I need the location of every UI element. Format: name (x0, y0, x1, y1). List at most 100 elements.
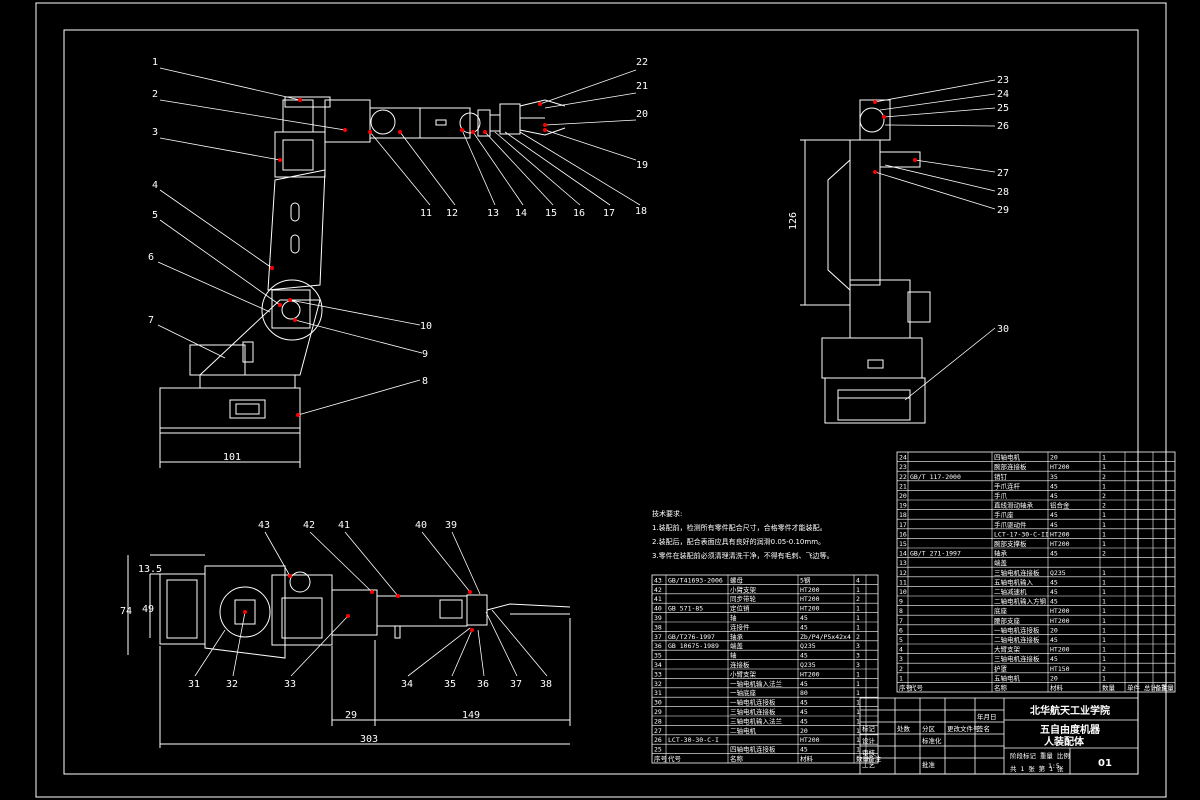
label-27: 27 (997, 168, 1009, 179)
label-4: 4 (152, 180, 158, 191)
parts-left-cell: 三轴电机连接板 (730, 707, 776, 716)
label-13: 13 (487, 208, 499, 219)
parts-right-cell: 腕部连接板 (994, 462, 1027, 471)
parts-right-cell: 手爪驱动件 (994, 520, 1027, 529)
top-view-leaders (194, 531, 548, 677)
parts-left-cell: 33 (654, 670, 662, 678)
label-23: 23 (997, 75, 1009, 86)
parts-left-cell: LCT-30-30-C-I (668, 736, 719, 744)
label-1: 1 (152, 57, 158, 68)
dim-303: 303 (360, 734, 378, 745)
parts-right-cell: 2 (1102, 502, 1106, 510)
parts-right-cell: 11 (899, 578, 907, 586)
parts-left-cell: 3 (856, 642, 860, 650)
parts-left-cell: 43 (654, 576, 662, 584)
parts-right-cell: 一轴电机连接板 (994, 625, 1040, 634)
top-view-labels: 43 42 41 40 39 31 32 33 34 35 36 37 38 1… (120, 520, 552, 745)
parts-left-cell: 2 (856, 633, 860, 641)
parts-left-cell: 定位销 (730, 604, 750, 613)
label-26: 26 (997, 121, 1009, 132)
parts-left-cell: 螺母 (730, 575, 744, 584)
label-18: 18 (635, 206, 647, 217)
parts-left-cell: 26 (654, 736, 662, 744)
label-35: 35 (444, 679, 456, 690)
parts-right-cell: 轴承 (994, 549, 1008, 558)
drawing-title-1: 五自由度机器 (1040, 723, 1101, 736)
parts-left-cell: 37 (654, 633, 662, 641)
parts-right-header-cell: 名称 (994, 683, 1008, 692)
parts-left-cell: 39 (654, 614, 662, 622)
dim-13-5: 13.5 (138, 564, 162, 575)
parts-left-cell: 1 (856, 680, 860, 688)
label-24: 24 (997, 89, 1009, 100)
parts-right-cell: 5 (899, 636, 903, 644)
dim-126: 126 (788, 212, 799, 230)
label-9: 9 (422, 349, 428, 360)
role-design: 设计 (862, 736, 876, 745)
parts-left-cell: Zb/P4/P5x42x4 (800, 633, 851, 641)
parts-left-cell: 32 (654, 680, 662, 688)
base-foot (159, 427, 301, 434)
parts-right-cell: 四轴电机 (994, 453, 1021, 462)
side-view-leaders (157, 67, 641, 416)
parts-right-cell: 二轴电机输入方钢 (994, 597, 1047, 606)
parts-left-cell: 45 (800, 614, 808, 622)
parts-right-cell: 端盖 (994, 558, 1008, 567)
parts-right-cell: 五轴电机输入 (994, 577, 1034, 586)
parts-left-cell: 27 (654, 727, 662, 735)
parts-right-cell: 1 (899, 674, 903, 682)
label-42: 42 (303, 520, 315, 531)
parts-right-cell: 五轴电机 (994, 673, 1021, 682)
parts-right-cell: 1 (1102, 454, 1106, 462)
label-3: 3 (152, 127, 158, 138)
parts-right-cell: 腰部支座 (994, 616, 1021, 625)
label-20: 20 (636, 109, 648, 120)
drawing-number: 01 (1098, 758, 1112, 769)
parts-left-cell: 轴承 (730, 632, 744, 641)
parts-right-cell: 底座 (994, 606, 1008, 615)
title-block-text: 北华航天工业学院 五自由度机器 人装配体 01 阶段标记 重量 比例 1:5 共… (862, 704, 1112, 773)
drawing-title-2: 人装配体 (1044, 735, 1085, 748)
label-39: 39 (445, 520, 457, 531)
parts-left-cell: 45 (800, 652, 808, 660)
row-label-count: 处数 (897, 724, 911, 733)
parts-right-cell: 三轴电机连接板 (994, 654, 1040, 663)
role-process: 工艺 (862, 761, 876, 769)
parts-right-cell: HT200 (1050, 617, 1070, 625)
parts-right-cell: 1 (1102, 607, 1106, 615)
dim-101: 101 (223, 452, 241, 463)
parts-right-cell: HT200 (1050, 540, 1070, 548)
parts-left-cell: 28 (654, 717, 662, 725)
label-2: 2 (152, 89, 158, 100)
parts-left-cell: 1 (856, 717, 860, 725)
parts-right-cell: 4 (899, 646, 903, 654)
parts-right-cell: HT200 (1050, 607, 1070, 615)
parts-right-cell: 1 (1102, 617, 1106, 625)
top-view (127, 554, 571, 748)
label-6: 6 (148, 252, 154, 263)
label-38: 38 (540, 679, 552, 690)
label-12: 12 (446, 208, 458, 219)
parts-left-cell: 1 (856, 605, 860, 613)
parts-right-cell: 铝合金 (1050, 501, 1070, 510)
parts-left-cell: GB/T276-1997 (668, 633, 715, 641)
parts-left-cell: HT200 (800, 595, 820, 603)
parts-right-cell: LCT-17-30-C-II (994, 530, 1049, 538)
parts-right-cell: HT200 (1050, 646, 1070, 654)
parts-right-cell: 直线滑动轴承 (994, 501, 1034, 510)
parts-right-cell: 1 (1102, 511, 1106, 519)
parts-right-header-cell: 备注 (1155, 683, 1169, 692)
label-7: 7 (148, 315, 154, 326)
shoulder-joint (261, 279, 323, 341)
parts-right-cell: 1 (1102, 569, 1106, 577)
parts-left-cell: 轴 (730, 651, 737, 660)
parts-right-cell: 13 (899, 559, 907, 567)
role-review: 审核 (862, 748, 876, 757)
parts-right-cell: Q235 (1050, 569, 1066, 577)
parts-right-cell: 1 (1102, 530, 1106, 538)
technical-notes: 技术要求: 1.装配前，检测所有零件配合尺寸，合格零件才能装配。 2.装配后，配… (652, 509, 834, 560)
parts-right-cell: 2 (1102, 473, 1106, 481)
arm-slot-2 (290, 234, 300, 254)
parts-left-cell: 45 (800, 708, 808, 716)
parts-right-cell: 21 (899, 482, 907, 490)
